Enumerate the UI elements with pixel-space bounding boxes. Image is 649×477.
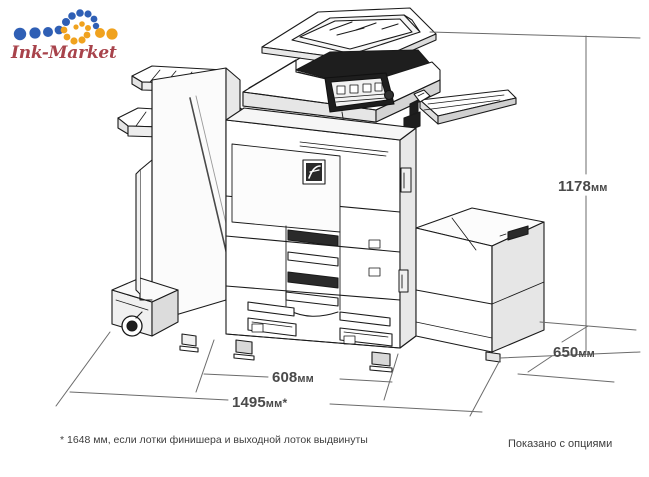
dimension-unit-depth: мм — [578, 348, 596, 360]
front-emblem — [302, 159, 326, 185]
finisher-unit — [111, 65, 245, 337]
dimension-value-height: 1178 — [558, 178, 591, 195]
dimension-unit-height: мм — [590, 182, 608, 194]
document-feeder — [261, 7, 437, 69]
dimension-label-width-total: 1495мм* — [232, 394, 287, 412]
dimension-value-width-front: 608 — [272, 369, 298, 386]
dimension-value-depth: 650 — [553, 344, 579, 361]
dimension-label-width-front: 608мм — [272, 369, 314, 387]
logo-wordmark: Ink-Market — [11, 43, 117, 63]
finisher-caster — [121, 311, 143, 337]
adjustable-feet — [179, 333, 501, 373]
logo-dots-icon — [13, 9, 118, 45]
dimension-unit-width-total: мм — [265, 398, 283, 410]
dimension-value-width-total: 1495 — [232, 394, 266, 411]
ink-market-logo: Ink-Market — [8, 6, 118, 68]
dimension-width-total — [55, 331, 501, 417]
large-capacity-tray — [415, 207, 545, 353]
dimension-label-height: 1178мм — [558, 178, 608, 196]
control-panel — [324, 72, 395, 125]
paper-drawers — [247, 225, 393, 347]
dimension-height — [429, 31, 641, 359]
dimension-width-front — [195, 339, 399, 401]
side-door-handle — [398, 167, 412, 293]
dimension-depth — [517, 321, 637, 383]
shown-with-options-text: Показано с опциями — [508, 438, 613, 450]
dimension-unit-width-front: мм — [297, 373, 315, 385]
dimension-label-depth: 650мм — [553, 344, 595, 362]
footnote-text: * 1648 мм, если лотки финишера и выходно… — [60, 434, 368, 446]
right-output-tray — [403, 89, 517, 133]
dimension-asterisk: * — [282, 396, 288, 410]
